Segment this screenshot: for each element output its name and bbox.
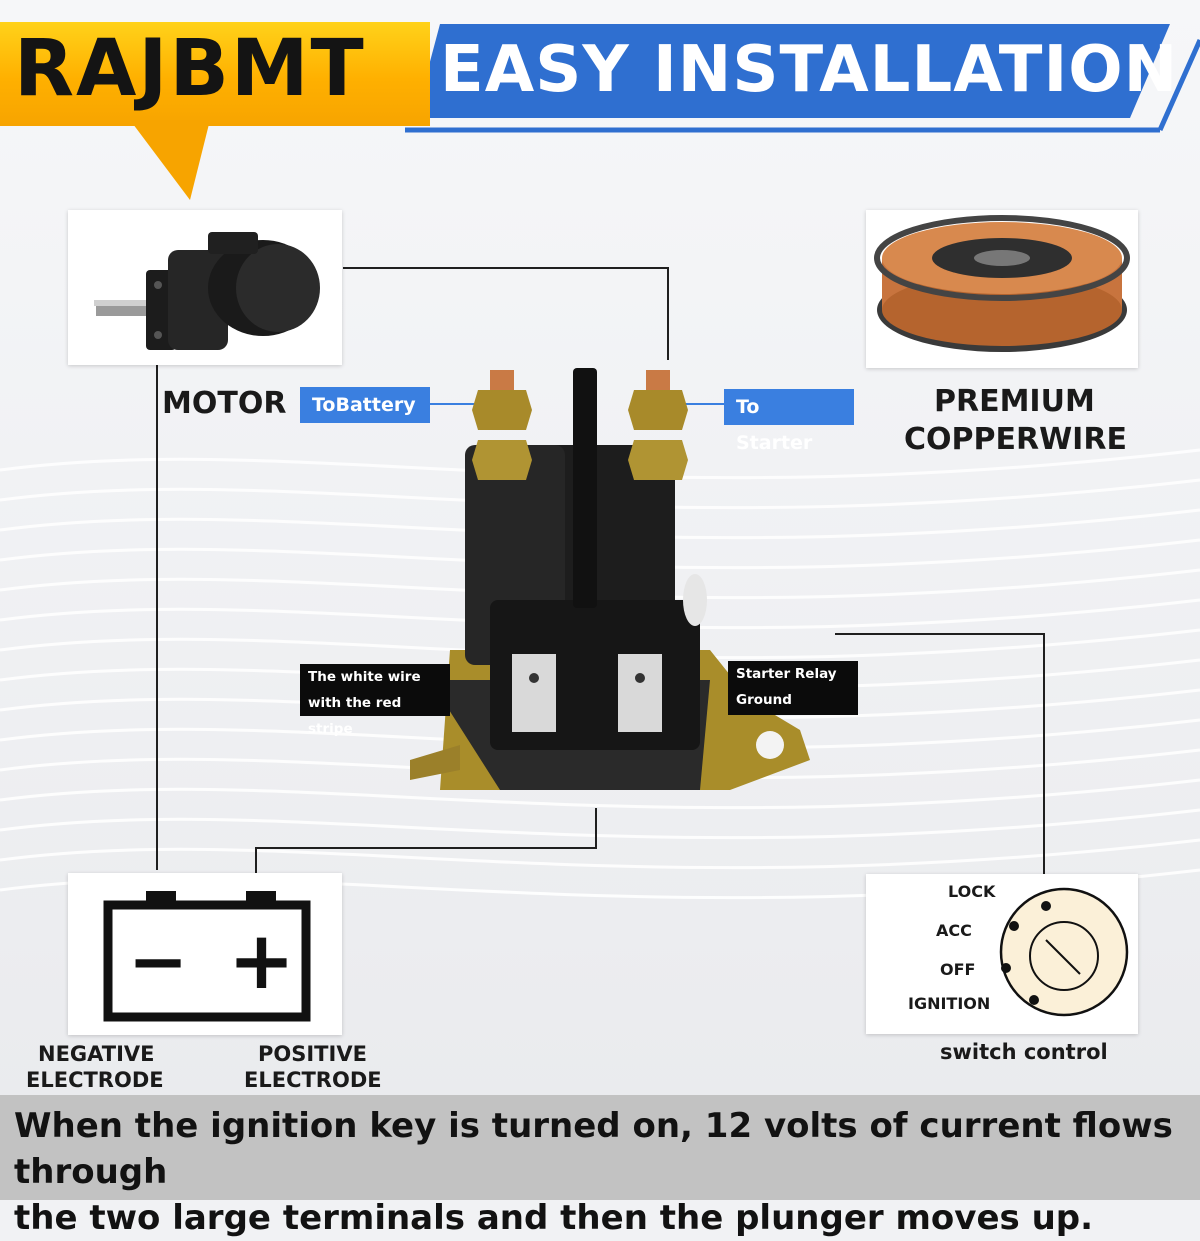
negative-line1: NEGATIVE bbox=[38, 1042, 155, 1066]
title-banner bbox=[405, 24, 1200, 133]
to-starter-tag: To Starter bbox=[724, 389, 854, 454]
motor-label: MOTOR bbox=[162, 386, 287, 421]
copper-wire-card bbox=[866, 210, 1138, 368]
motor-icon bbox=[94, 232, 320, 350]
relay-ground-line2: Ground bbox=[736, 692, 792, 708]
footer-banner: When the ignition key is turned on, 12 v… bbox=[0, 1095, 1200, 1238]
copper-label-line2: COPPERWIRE bbox=[904, 422, 1127, 457]
switch-position-lock: LOCK bbox=[948, 882, 996, 901]
brand-banner bbox=[0, 22, 430, 126]
motor-card bbox=[68, 210, 342, 365]
relay-ground-line1: Starter Relay bbox=[736, 666, 837, 682]
to-battery-tag: ToBattery bbox=[300, 387, 430, 423]
footer-text: When the ignition key is turned on, 12 v… bbox=[14, 1103, 1200, 1241]
copper-wire-spool-icon bbox=[874, 215, 1130, 352]
white-wire-tag: The white wire with the red stripe bbox=[300, 664, 450, 737]
battery-card: − + bbox=[68, 873, 342, 1035]
starter-solenoid-icon bbox=[410, 368, 810, 790]
page-title: EASY INSTALLATION bbox=[440, 33, 1179, 107]
positive-line1: POSITIVE bbox=[258, 1042, 367, 1066]
switch-position-acc: ACC bbox=[936, 921, 972, 940]
switch-position-ignition: IGNITION bbox=[908, 994, 991, 1013]
footer-line1: When the ignition key is turned on, 12 v… bbox=[14, 1106, 1173, 1192]
footer-line2: the two large terminals and then the plu… bbox=[14, 1198, 1094, 1238]
relay-ground-tag: Starter Relay Ground bbox=[728, 661, 858, 715]
ignition-switch-card: LOCK ACC OFF IGNITION bbox=[866, 874, 1138, 1034]
ignition-switch-icon bbox=[999, 887, 1129, 1017]
switch-position-off: OFF bbox=[940, 960, 976, 979]
positive-line2: ELECTRODE bbox=[244, 1068, 382, 1092]
white-wire-line2: with the red stripe bbox=[308, 695, 402, 737]
white-wire-line1: The white wire bbox=[308, 669, 421, 685]
brand-name: RAJBMT bbox=[14, 24, 366, 114]
battery-positive-sign: + bbox=[228, 914, 296, 1007]
negative-line2: ELECTRODE bbox=[26, 1068, 164, 1092]
brand-pointer bbox=[130, 120, 210, 200]
battery-negative-sign: − bbox=[128, 919, 189, 1003]
copper-label-line1: PREMIUM bbox=[934, 384, 1095, 419]
switch-caption: switch control bbox=[940, 1040, 1108, 1064]
battery-icon bbox=[103, 891, 311, 1022]
